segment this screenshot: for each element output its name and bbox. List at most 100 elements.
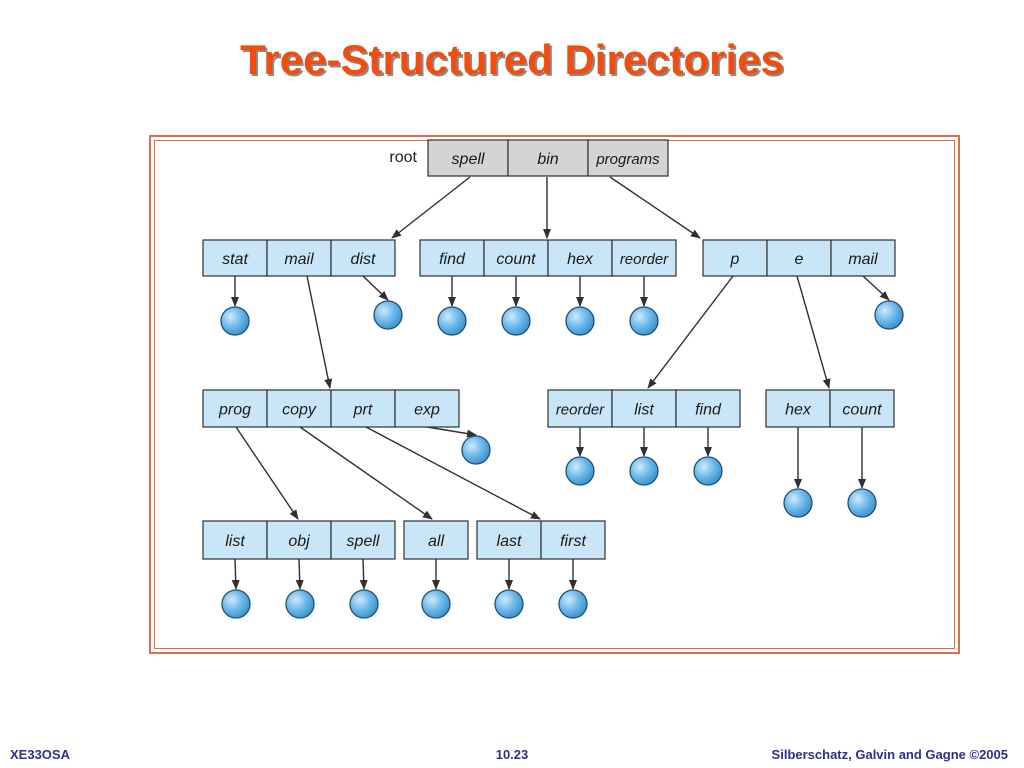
directory-entry-cell [202, 520, 268, 560]
circle-file-icon [220, 306, 250, 336]
circle-file-icon [629, 456, 659, 486]
circle-file-icon [437, 306, 467, 336]
footer-page-number: 10.23 [495, 747, 529, 762]
directory-l3a: list obj spell [202, 520, 396, 560]
directory-entry-cell [476, 520, 542, 560]
circle-file-icon [221, 589, 251, 619]
directory-entry-label: copy [282, 402, 317, 419]
file-arrow [231, 558, 240, 590]
page-title: Tree-Structured Directories [240, 36, 784, 83]
file-arrow [359, 558, 368, 590]
directory-entry-cell [611, 239, 677, 277]
directory-entry-cell [540, 520, 606, 560]
footer-copyright: Silberschatz, Galvin and Gagne ©2005 [771, 747, 1008, 762]
directory-l1c: p e mail [702, 239, 896, 277]
directory-entry-label: hex [785, 402, 812, 419]
directory-entry-label: exp [414, 402, 440, 419]
circle-file-icon [373, 300, 403, 330]
dir-arrow [299, 426, 433, 520]
directory-entry-cell [829, 389, 895, 428]
dir-arrow [647, 275, 734, 389]
circle-file-icon [494, 589, 524, 619]
circle-file-icon [558, 589, 588, 619]
directory-entry-cell [830, 239, 896, 277]
directory-entry-label: count [842, 402, 882, 419]
dir-arrow [796, 275, 831, 389]
directory-entry-label: p [730, 251, 740, 268]
file-arrow [426, 426, 477, 438]
circle-file-icon [349, 589, 379, 619]
directory-entry-cell [330, 239, 396, 277]
dir-arrow [365, 426, 541, 520]
circle-file-icon [874, 300, 904, 330]
file-arrow [862, 275, 890, 301]
directory-entry-cell [330, 520, 396, 560]
directory-entry-cell [547, 389, 613, 428]
directory-entry-label: list [634, 402, 654, 419]
directory-entry-cell [675, 389, 741, 428]
directory-entry-label: count [496, 251, 536, 268]
directory-entry-cell [403, 520, 469, 560]
directory-entry-label: first [560, 533, 586, 550]
directory-entry-cell [394, 389, 460, 428]
directory-entry-label: e [795, 251, 804, 268]
circle-file-icon [461, 435, 491, 465]
footer-course-code: XE33OSA [10, 747, 70, 762]
dir-arrow [609, 176, 701, 239]
directory-entry-label: prog [218, 402, 251, 419]
directory-entry-label: mail [848, 251, 878, 268]
directory-entry-label: find [695, 402, 722, 419]
directory-entry-label: bin [537, 151, 558, 168]
directory-entry-label: last [497, 533, 522, 550]
directory-entry-label: list [225, 533, 245, 550]
directory-entry-label: all [428, 533, 444, 550]
directory-entry-cell [202, 389, 268, 428]
directory-entry-label: dist [351, 251, 376, 268]
directory-entry-cell [547, 239, 613, 277]
directory-entry-label: stat [222, 251, 248, 268]
directory-entry-cell [766, 239, 832, 277]
dir-arrow [235, 426, 299, 520]
circle-file-icon [285, 589, 315, 619]
directory-entry-cell [202, 239, 268, 277]
circle-file-icon [565, 306, 595, 336]
file-arrow [295, 558, 304, 590]
directory-entry-cell [427, 139, 509, 177]
dir-arrow [306, 275, 333, 389]
file-arrow [362, 275, 389, 301]
directory-l3c: last first [476, 520, 606, 560]
root-label: root [389, 149, 417, 166]
directory-l1b: find count hex reorder [419, 239, 677, 277]
directory-entry-cell [266, 389, 332, 428]
circle-file-icon [693, 456, 723, 486]
directory-entry-label: reorder [620, 251, 669, 268]
directory-entry-label: hex [567, 251, 594, 268]
directory-entry-cell [507, 139, 589, 177]
circle-file-icon [629, 306, 659, 336]
directory-entry-label: programs [595, 151, 660, 168]
directory-entry-cell [587, 139, 669, 177]
directory-l3b: all [403, 520, 469, 560]
circle-file-icon [501, 306, 531, 336]
directory-entry-label: find [439, 251, 466, 268]
directory-root: spell bin programs [427, 139, 669, 177]
diagram-frame-outer [149, 135, 960, 654]
directory-l2b: reorder list find [547, 389, 741, 428]
circle-file-icon [565, 456, 595, 486]
circle-file-icon [847, 488, 877, 518]
directory-entry-cell [419, 239, 485, 277]
directory-entry-label: spell [452, 151, 485, 168]
directory-entry-label: spell [347, 533, 380, 550]
arrows-layer [231, 176, 890, 590]
directory-entry-label: reorder [556, 402, 605, 419]
directory-l2c: hex count [765, 389, 895, 428]
directory-entry-label: mail [284, 251, 314, 268]
dir-arrow [391, 176, 471, 239]
directory-entry-label: obj [288, 533, 310, 550]
directory-entry-cell [702, 239, 768, 277]
directory-entry-cell [330, 389, 396, 428]
files-layer [220, 300, 904, 619]
directory-l1a: stat mail dist [202, 239, 396, 277]
